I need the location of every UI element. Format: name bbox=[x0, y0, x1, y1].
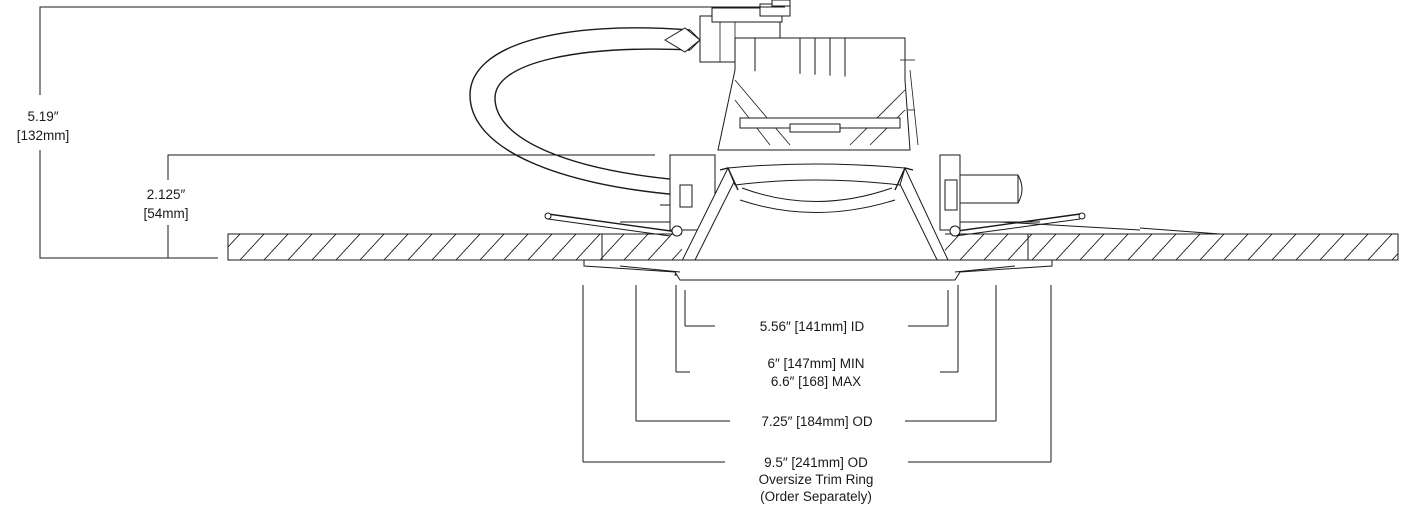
above-ceiling-height-metric-label: [54mm] bbox=[143, 206, 188, 221]
oversize-trim-od-label: 9.5″ [241mm] OD bbox=[764, 455, 868, 470]
cutout-max-label: 6.6″ [168] MAX bbox=[771, 374, 861, 389]
above-ceiling-height-label: 2.125″ bbox=[147, 187, 186, 202]
heatsink-cage bbox=[717, 69, 911, 151]
reflector-lens bbox=[674, 163, 956, 276]
flex-conduit bbox=[469, 27, 701, 196]
fixture-illustration bbox=[469, 0, 1221, 281]
trim-flange bbox=[583, 259, 1053, 281]
ceiling-section bbox=[227, 233, 1399, 261]
oversize-trim-note-label: (Order Separately) bbox=[760, 489, 872, 504]
inner-diameter-label: 5.56″ [141mm] ID bbox=[760, 319, 865, 334]
dimension-lines bbox=[39, 6, 1052, 463]
outer-diameter-label: 7.25″ [184mm] OD bbox=[761, 414, 873, 429]
mounting-frame bbox=[620, 154, 1040, 231]
cutout-min-label: 6″ [147mm] MIN bbox=[767, 356, 864, 371]
overall-height-metric-label: [132mm] bbox=[17, 128, 70, 143]
oversize-trim-name-label: Oversize Trim Ring bbox=[759, 472, 874, 487]
spring-clips bbox=[544, 212, 1221, 237]
overall-height-label: 5.19″ bbox=[27, 109, 58, 124]
